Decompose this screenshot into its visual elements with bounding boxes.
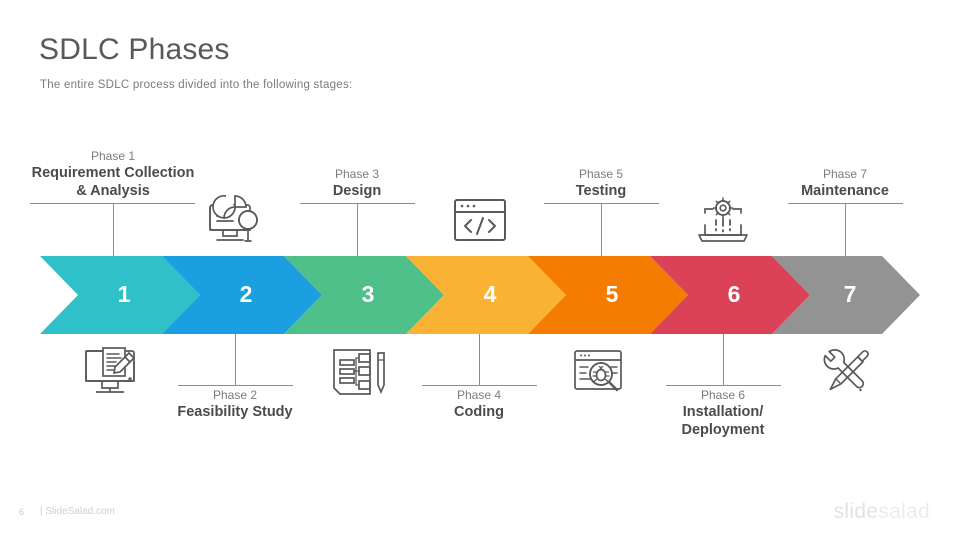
caption-phase-2: Phase 2 Feasibility Study	[135, 387, 335, 421]
phase-5-label: Phase 5	[578, 167, 624, 181]
caption-phase-4: Phase 4 Coding	[379, 387, 579, 421]
phase-7-label: Phase 7	[822, 167, 868, 181]
page-subtitle: The entire SDLC process divided into the…	[40, 79, 353, 91]
phase-3-label: Phase 3	[334, 167, 380, 181]
connector-line-3	[357, 203, 358, 257]
monitor-document-pencil-icon	[80, 346, 146, 398]
phase-1-label: Phase 1	[90, 149, 136, 163]
phase-7-name: Maintenance	[801, 183, 889, 199]
laptop-gear-download-icon	[694, 193, 752, 247]
connector-line-7	[845, 203, 846, 257]
connector-line-4	[479, 333, 480, 385]
wrench-screwdriver-icon	[815, 346, 875, 398]
browser-bug-magnifier-icon	[571, 347, 631, 399]
footer-page-number: 6	[19, 507, 25, 517]
chevron-number-5: 5	[605, 280, 619, 307]
blueprint-diagram-pen-icon	[328, 347, 390, 399]
phase-6-name: Installation/Deployment	[681, 404, 765, 438]
chevron-number-6: 6	[727, 280, 741, 307]
connector-line-2	[235, 333, 236, 385]
phase-2-name: Feasibility Study	[177, 404, 293, 420]
code-window-icon	[452, 197, 508, 243]
connector-line-5	[601, 203, 602, 257]
footer-credit: | SlideSalad.com	[40, 506, 115, 517]
phase-2-label: Phase 2	[212, 388, 258, 402]
phase-3-name: Design	[332, 183, 382, 199]
logo-text-first: slide	[833, 500, 879, 523]
chevron-number-1: 1	[117, 280, 131, 307]
phase-4-name: Coding	[454, 404, 504, 420]
caption-rule-6	[666, 385, 781, 386]
phase-6-label: Phase 6	[700, 388, 746, 402]
process-chevron-band: 1 2 3 4 5 6 7	[0, 256, 960, 334]
chevron-number-7: 7	[843, 280, 857, 307]
chevron-number-3: 3	[361, 280, 375, 307]
phase-5-name: Testing	[575, 183, 627, 199]
caption-rule-4	[422, 385, 537, 386]
connector-line-6	[723, 333, 724, 385]
caption-phase-6: Phase 6 Installation/Deployment	[623, 387, 823, 439]
chevron-number-4: 4	[483, 280, 497, 307]
phase-4-label: Phase 4	[456, 388, 502, 402]
caption-phase-1: Phase 1 Requirement Collection& Analysis	[13, 148, 213, 200]
chevron-number-2: 2	[239, 280, 253, 307]
logo-text-second: salad	[878, 500, 930, 523]
slidesalad-logo: slidesalad	[834, 500, 930, 524]
monitor-piechart-magnifier-icon	[205, 192, 267, 250]
caption-rule-2	[178, 385, 293, 386]
caption-phase-7: Phase 7 Maintenance	[745, 166, 945, 200]
caption-phase-5: Phase 5 Testing	[501, 166, 701, 200]
connector-line-1	[113, 203, 114, 257]
caption-phase-3: Phase 3 Design	[257, 166, 457, 200]
caption-rule-1	[30, 203, 195, 204]
phase-1-name: Requirement Collection& Analysis	[31, 165, 195, 199]
page-title: SDLC Phases	[39, 33, 230, 66]
